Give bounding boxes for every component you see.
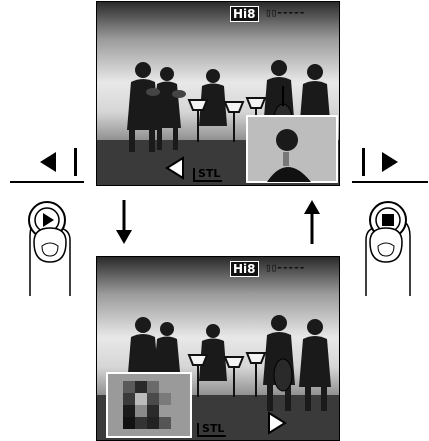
- play-icon: [43, 213, 54, 227]
- stop-icon: [382, 214, 394, 226]
- rewind-arrow: [165, 156, 184, 180]
- still-mode-label: STL: [193, 168, 223, 182]
- pixelated-pip-inset: [106, 372, 192, 438]
- stop-button-press[interactable]: [354, 196, 418, 300]
- arrow-down-icon: [114, 198, 134, 246]
- play-button-press[interactable]: [16, 196, 76, 300]
- bottom-screen: Hi8 ▯▯----- STL: [96, 256, 340, 441]
- tape-remaining-indicator: ▯▯-----: [265, 6, 305, 19]
- forward-arrow: [268, 411, 287, 435]
- left-divider-line: [10, 181, 84, 183]
- rewind-step-icon: [34, 146, 84, 178]
- right-divider-line: [352, 181, 428, 183]
- string-quartet-scene: [97, 60, 339, 185]
- tape-format-badge: Hi8: [230, 261, 259, 277]
- tape-remaining-indicator: ▯▯-----: [265, 261, 305, 274]
- forward-step-icon: [356, 146, 406, 178]
- tape-format-badge: Hi8: [230, 6, 259, 22]
- string-quartet-scene: [97, 315, 339, 440]
- top-screen: Hi8 ▯▯----- STL: [96, 1, 340, 186]
- arrow-up-icon: [302, 198, 322, 246]
- still-mode-label: STL: [197, 423, 227, 437]
